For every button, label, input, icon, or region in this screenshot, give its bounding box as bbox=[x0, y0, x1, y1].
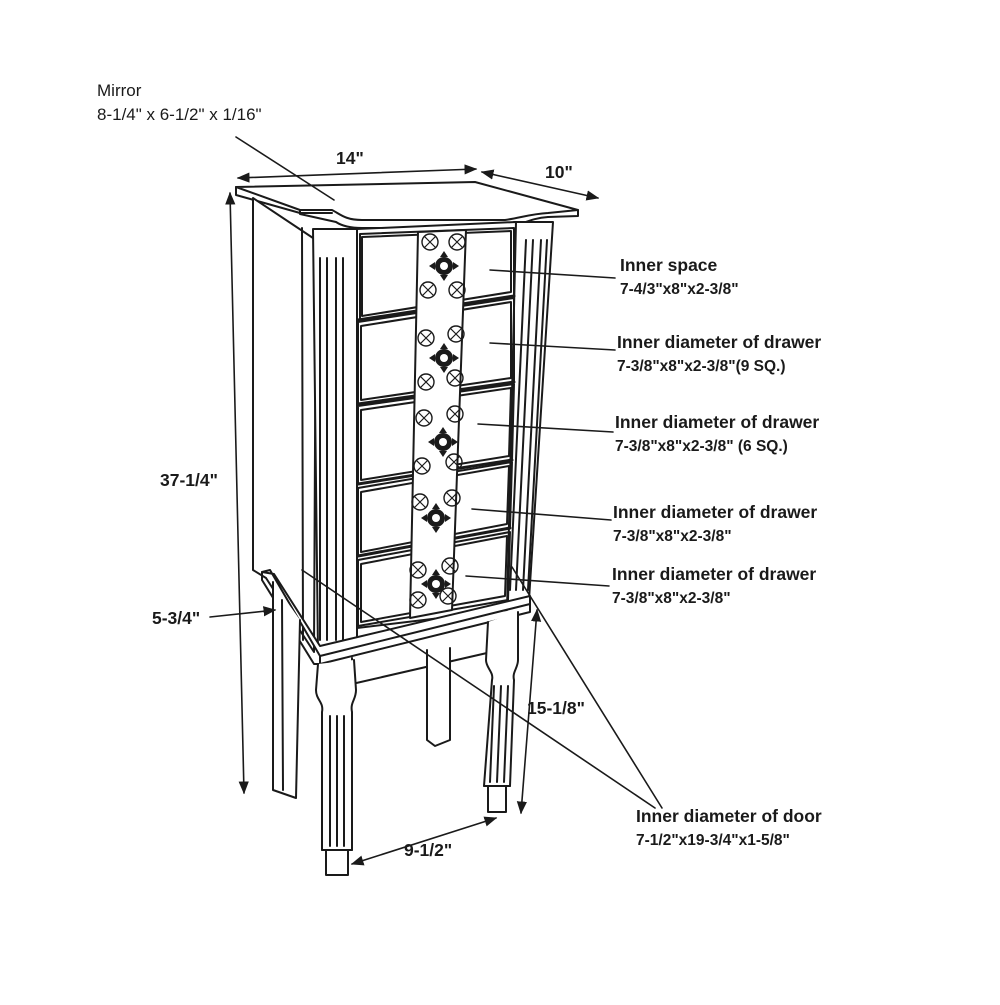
callout-drawer-2-title: Inner diameter of drawer bbox=[615, 412, 820, 432]
callout-drawer-2-size: 7-3/8"x8"x2-3/8" (6 SQ.) bbox=[615, 438, 788, 455]
callout-door-size: 7-1/2"x19-3/4"x1-5/8" bbox=[636, 832, 790, 849]
callout-drawer-3-size: 7-3/8"x8"x2-3/8" bbox=[613, 528, 732, 545]
callout-drawer-1-size: 7-3/8"x8"x2-3/8"(9 SQ.) bbox=[617, 358, 786, 375]
callout-inner-space-size: 7-4/3"x8"x2-3/8" bbox=[620, 281, 739, 298]
callout-door-title: Inner diameter of door bbox=[636, 806, 822, 826]
tray-dimension: 5-3/4" bbox=[152, 608, 201, 628]
mirror-size: 8-1/4" x 6-1/2" x 1/16" bbox=[97, 105, 262, 124]
side-panel bbox=[252, 197, 317, 653]
height-dimension: 37-1/4" bbox=[160, 470, 218, 490]
mirror-title: Mirror bbox=[97, 81, 142, 100]
width-dimension: 14" bbox=[336, 148, 364, 168]
callout-drawer-4-title: Inner diameter of drawer bbox=[612, 564, 817, 584]
leader-lines bbox=[235, 136, 663, 809]
leg-spacing-dimension: 9-1/2" bbox=[404, 840, 453, 860]
dimension-lines bbox=[209, 164, 600, 866]
leg-height-dimension: 15-1/8" bbox=[527, 698, 585, 718]
callout-drawer-1-title: Inner diameter of drawer bbox=[617, 332, 822, 352]
ornament-band bbox=[409, 229, 467, 619]
callout-inner-space-title: Inner space bbox=[620, 255, 718, 275]
left-pilaster bbox=[312, 228, 358, 653]
callout-drawer-3-title: Inner diameter of drawer bbox=[613, 502, 818, 522]
callout-drawer-4-size: 7-3/8"x8"x2-3/8" bbox=[612, 590, 731, 607]
legs bbox=[272, 581, 519, 876]
depth-dimension: 10" bbox=[545, 162, 573, 182]
